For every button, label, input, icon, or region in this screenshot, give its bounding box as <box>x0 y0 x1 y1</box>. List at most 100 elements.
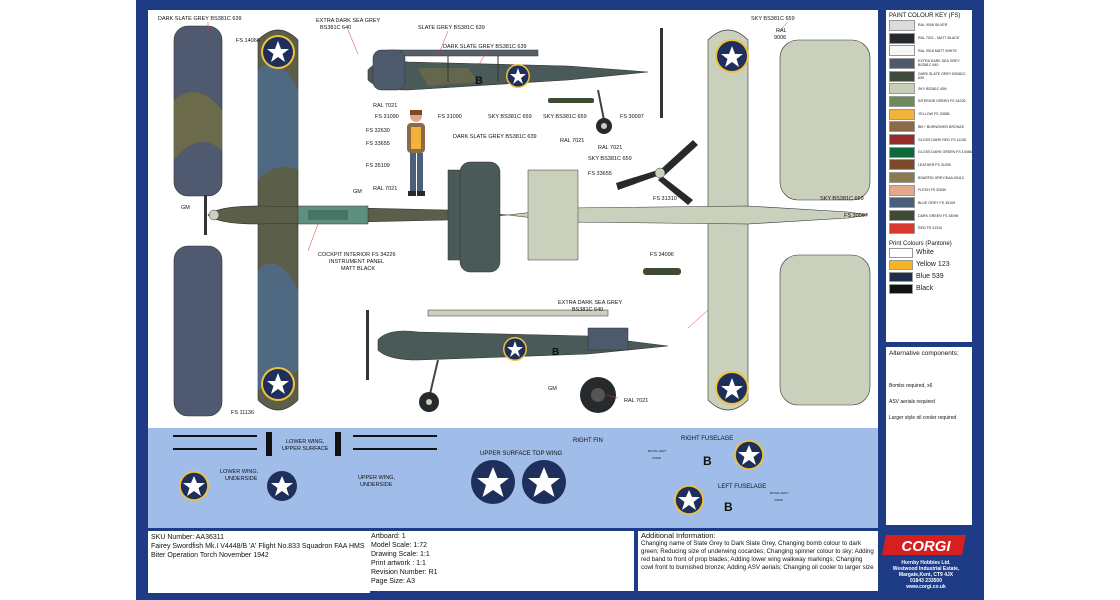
colour-key-row: White <box>889 247 972 259</box>
additional-info-box: Additional Information: Changing name of… <box>638 531 878 591</box>
colour-key-row: RAL 7021 - MATT BLACK <box>889 32 972 45</box>
colour-key-label: EXTRA DARK SEA GREY BS381C 640 <box>918 59 960 68</box>
corgi-addr-2: Westwood Industrial Estate, <box>892 566 960 572</box>
colour-key-row: BLUE GREY FS 35109 <box>889 197 972 210</box>
decal-serial-left: V4448 <box>774 498 783 502</box>
decal-lower-wing-upper-1: LOWER WING, <box>286 439 325 445</box>
callout-sky-d: SKY BS381C 659 <box>820 196 864 202</box>
callout-fs31090-b: FS 31090 <box>438 114 462 120</box>
callout-gm-b: GM <box>181 205 190 211</box>
colour-swatch <box>889 32 915 44</box>
callout-sky-top: SKY BS381C 659 <box>751 16 795 22</box>
decal-lower-wing-upper-2: UPPER SURFACE <box>282 446 329 452</box>
colour-swatch <box>889 247 913 258</box>
colour-key-label: Black <box>916 284 934 292</box>
colour-key-row: Black <box>889 283 972 295</box>
decal-roundel-6 <box>674 485 704 515</box>
colour-key-row: GLOSS DARK GREEN FS 14066 <box>889 146 972 159</box>
colour-swatch <box>889 121 915 133</box>
alternative-components: Alternative components: Bombs required, … <box>886 347 972 525</box>
corgi-addr-1: Hornby Hobbies Ltd. <box>901 560 951 566</box>
colour-key-label: BB + BURNISHED BRONZE <box>918 124 965 129</box>
spec-page-size: Page Size: A3 <box>371 578 415 585</box>
colour-key-row: Blue 539 <box>889 271 972 283</box>
callout-sky-b: SKY BS381C 659 <box>543 114 587 120</box>
callout-sky-a: SKY BS381C 659 <box>488 114 532 120</box>
sku-number-label: SKU Number: <box>151 534 195 541</box>
tail-plan <box>459 161 501 273</box>
callout-fs30097-b: FS 30097 <box>844 213 868 219</box>
plan-underside <box>507 29 871 411</box>
callout-dark-slate-grey-side: DARK SLATE GREY BS381C 639 <box>443 44 527 50</box>
colour-swatch <box>889 95 915 107</box>
colour-swatch <box>889 259 913 270</box>
sku-number: AA36311 <box>195 534 225 541</box>
colour-key-row: DARK GREEN FS 34096 <box>889 209 972 222</box>
colour-swatch <box>889 45 915 57</box>
colour-key-label: BSARFID GREY/KAA 00413 <box>918 175 964 180</box>
callout-labels: DARK SLATE GREY BS381C 639 FS 14066 EXTR… <box>158 16 868 416</box>
colour-swatch <box>889 172 915 184</box>
colour-key-row: LEATHER FS 31090 <box>889 159 972 172</box>
decal-upper-surface-top-wing: UPPER SURFACE TOP WING <box>480 451 563 457</box>
propeller-front <box>616 140 698 205</box>
callout-fs32630: FS 32630 <box>366 128 390 134</box>
colour-key-row: RAL 9006 SILVER <box>889 19 972 32</box>
callout-dark-slate-grey-mid: DARK SLATE GREY BS381C 639 <box>453 134 537 140</box>
colour-key-row: BSARFID GREY/KAA 00413 <box>889 171 972 184</box>
callout-ral7021-d: RAL 7021 <box>373 186 397 192</box>
bomb <box>643 268 681 275</box>
callout-cockpit-3: MATT BLACK <box>341 266 375 272</box>
decal-right-fin: RIGHT FIN <box>573 438 603 444</box>
colour-key-label: LEATHER FS 31090 <box>918 162 951 167</box>
callout-ral7021-e: RAL 7021 <box>624 398 648 404</box>
colour-key-label: Blue 539 <box>916 272 944 280</box>
colour-key-label: DARK GREEN FS 34096 <box>918 213 959 218</box>
roundel-top-upper <box>261 35 295 69</box>
callout-fs31310: FS 31310 <box>653 196 677 202</box>
colour-key-row: FLESH FS 32630 <box>889 184 972 197</box>
colour-key-row: EXTRA DARK SEA GREY BS381C 640 <box>889 57 972 70</box>
pantone-title: Print Colours (Pantone) <box>889 240 952 247</box>
decal-sheet: LOWER WING, UPPER SURFACE LOWER WING, UN… <box>148 428 878 528</box>
corgi-addr-5: www.corgi.co.uk <box>906 584 946 590</box>
colour-key-label: SKY BS381C 659 <box>918 86 947 91</box>
callout-fs14066: FS 14066 <box>236 38 260 44</box>
callout-fs30097-a: FS 30097 <box>620 114 644 120</box>
side-view-top: B <box>367 28 663 134</box>
colour-key-row: RAL 9016 MATT WHITE <box>889 44 972 57</box>
side-view-bottom: B <box>366 309 669 413</box>
decal-upper-wing-under-2: UNDERSIDE <box>360 482 393 488</box>
decal-lower-wing-under-1: LOWER WING, <box>220 469 259 475</box>
callout-fs11136: FS 11136 <box>231 410 254 416</box>
callout-cockpit-1: COCKPIT INTERIOR FS 34226 <box>318 252 396 258</box>
sku-description: Fairey Swordfish Mk.I V4448/B 'A' Flight… <box>151 543 365 559</box>
colour-key-row: INTERIOR GREEN FS 34226 <box>889 95 972 108</box>
colour-key-label: RED FS 31310 <box>918 226 943 231</box>
alt-bombs: Bombs required, x6 <box>889 383 933 389</box>
callout-fs33655-a: FS 33655 <box>366 141 390 147</box>
colour-swatch <box>889 184 915 196</box>
decal-code-b-left: B <box>724 500 733 514</box>
callout-bs381c-640: BS381C 640 <box>320 25 351 31</box>
colour-key-label: RAL 7021 - MATT BLACK <box>918 36 960 41</box>
colour-swatch <box>889 57 915 69</box>
colour-swatch <box>889 197 915 209</box>
colour-key-row: BB + BURNISHED BRONZE <box>889 121 972 134</box>
colour-key-label: RAL 9016 MATT WHITE <box>918 48 957 53</box>
colour-swatch <box>889 271 913 282</box>
colour-swatch <box>889 19 915 31</box>
colour-swatch <box>889 108 915 120</box>
callout-9006: 9006 <box>774 35 786 41</box>
decal-code-b-right: B <box>703 454 712 468</box>
callout-fs31090-a: FS 31090 <box>375 114 399 120</box>
alt-asv: ASV aerials required <box>889 399 935 405</box>
colour-key-row: RED FS 31310 <box>889 222 972 235</box>
pilot-figure <box>407 110 425 196</box>
callout-fs33655-b: FS 33655 <box>588 171 612 177</box>
spec-model-scale: Model Scale: 1:72 <box>371 542 428 549</box>
callout-edsg-low-2: BS381C 640 <box>572 307 603 313</box>
drawing-area: B B <box>148 10 878 428</box>
colour-key-label: DARK SLATE GREY BS381C 639 <box>918 72 966 81</box>
alt-title: Alternative components: <box>889 350 959 357</box>
